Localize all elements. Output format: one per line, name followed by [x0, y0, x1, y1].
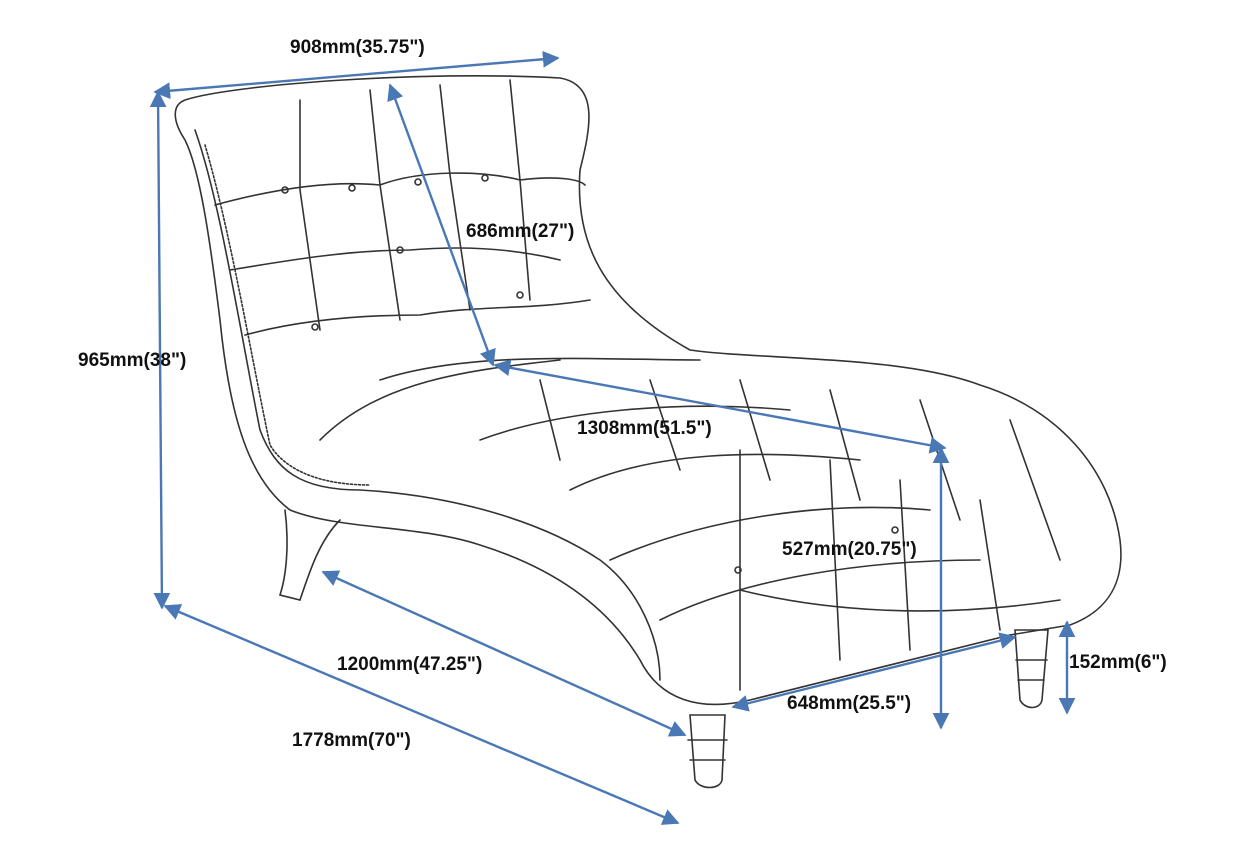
front-width-label: 648mm(25.5")	[787, 693, 912, 714]
overall-length-label: 1778mm(70")	[292, 730, 411, 751]
seat-length-label: 1308mm(51.5")	[577, 418, 712, 439]
back-height-arrow	[387, 83, 496, 367]
leg-height-label: 152mm(6")	[1069, 652, 1167, 673]
seat-height-label: 527mm(20.75")	[782, 539, 917, 560]
back-width-arrow	[153, 50, 560, 100]
overall-height-label: 965mm(38")	[78, 350, 187, 371]
base-length-label: 1200mm(47.25")	[337, 654, 483, 675]
seat-length-arrow	[493, 359, 947, 454]
overall-length-arrow	[163, 604, 680, 825]
back-height-label: 686mm(27")	[466, 221, 575, 242]
overall-height-arrow	[149, 90, 171, 610]
dimension-lines	[149, 50, 1076, 825]
front-width-arrow	[731, 632, 1017, 712]
back-width-label: 908mm(35.75")	[290, 37, 425, 58]
